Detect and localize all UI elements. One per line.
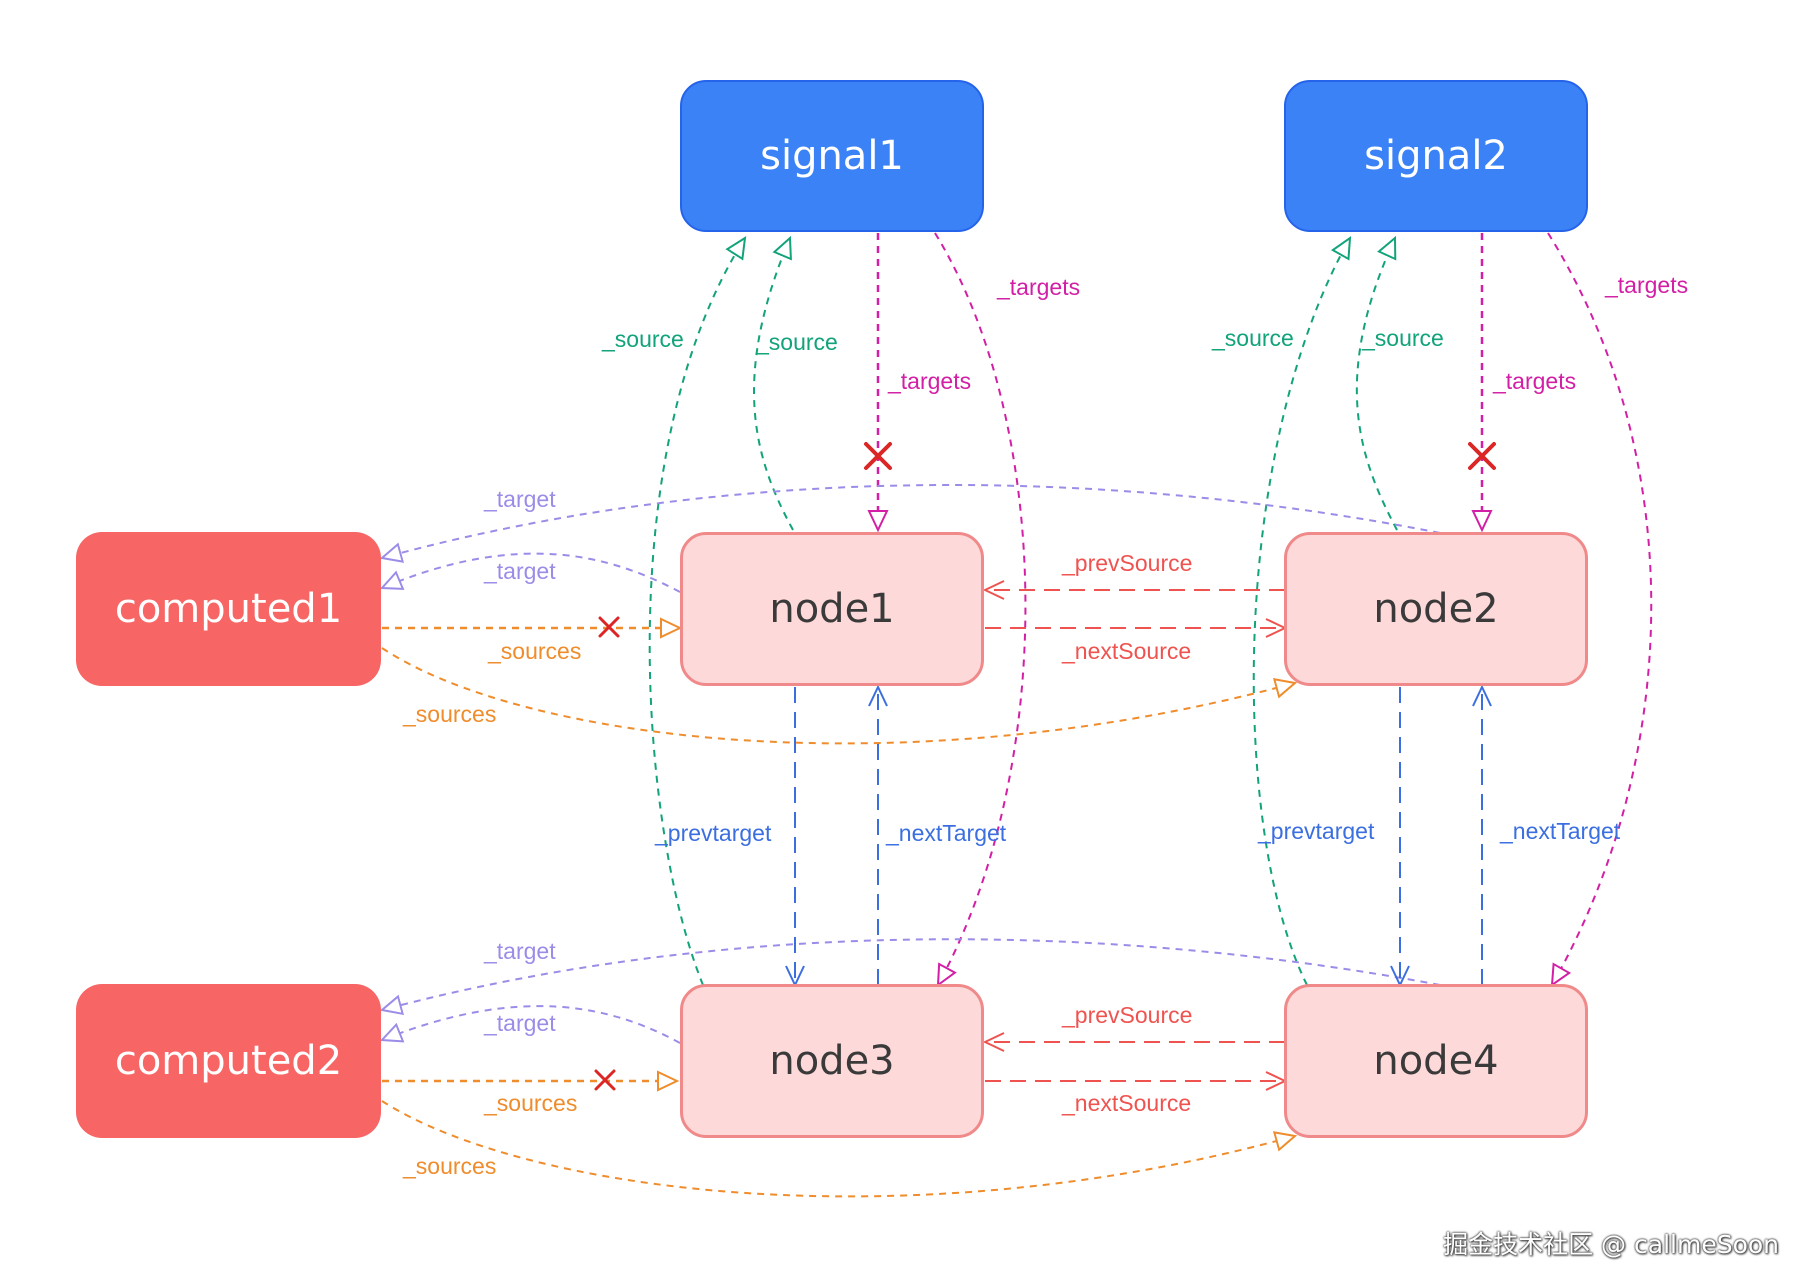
label-source-node2-signal2: _source bbox=[1362, 325, 1444, 351]
label-sources-computed2-node4: _sources bbox=[403, 1153, 497, 1179]
edge-signal2-targets-node4 bbox=[1547, 232, 1653, 985]
label-nexttarget-node3-node1: _nextTarget bbox=[886, 820, 1007, 846]
label-targets-signal1-node3: _targets bbox=[997, 274, 1081, 300]
label-sources-computed1-node2: _sources bbox=[403, 701, 497, 727]
edge-computed2-sources-node4 bbox=[381, 1100, 1295, 1198]
signal2-box: signal2 bbox=[1284, 80, 1588, 232]
edge-signal1-targets-node3 bbox=[934, 232, 1027, 985]
computed1-box: computed1 bbox=[76, 532, 381, 686]
cut-mark-signal1-node1 bbox=[864, 442, 892, 470]
label-prevsource-node4-node3: _prevSource bbox=[1062, 1002, 1193, 1028]
signal1-box: signal1 bbox=[680, 80, 984, 232]
edge-node2-source-signal2 bbox=[1355, 238, 1398, 531]
label-prevtarget-node2-node4: _prevtarget bbox=[1258, 818, 1375, 844]
watermark-text: 掘金技术社区 @ callmeSoon bbox=[1443, 1230, 1779, 1259]
label-targets-signal1-node1: _targets bbox=[888, 368, 972, 394]
node3-box: node3 bbox=[680, 984, 984, 1138]
cut-mark-computed1-node1 bbox=[598, 616, 620, 638]
label-targets-signal2-node2: _targets bbox=[1493, 368, 1577, 394]
computed2-box: computed2 bbox=[76, 984, 381, 1138]
label-source-node1-signal1: _source bbox=[756, 329, 838, 355]
edge-computed1-sources-node2 bbox=[381, 647, 1295, 745]
label-nexttarget-node4-node2: _nextTarget bbox=[1500, 818, 1621, 844]
label-target-node2-computed1: _target bbox=[484, 486, 556, 512]
label-nextsource-node1-node2: _nextSource bbox=[1062, 638, 1192, 664]
label-target-node4-computed2: _target bbox=[484, 938, 556, 964]
cut-mark-computed2-node3 bbox=[594, 1069, 616, 1091]
cut-mark-signal2-node2 bbox=[1468, 442, 1496, 470]
edge-node3-source-signal1 bbox=[648, 238, 745, 986]
edge-node4-target-computed2 bbox=[382, 938, 1441, 1010]
label-prevsource-node2-node1: _prevSource bbox=[1062, 550, 1193, 576]
edge-node1-source-signal1 bbox=[753, 238, 794, 531]
label-source-node3-signal1: _source bbox=[602, 326, 684, 352]
label-target-node1-computed1: _target bbox=[484, 558, 556, 584]
node1-box: node1 bbox=[680, 532, 984, 686]
label-sources-computed1-node1: _sources bbox=[488, 638, 582, 664]
edge-node1-target-computed1 bbox=[382, 552, 681, 593]
node4-box: node4 bbox=[1284, 984, 1588, 1138]
label-targets-signal2-node4: _targets bbox=[1605, 272, 1689, 298]
label-prevtarget-node1-node3: _prevtarget bbox=[655, 820, 772, 846]
node2-box: node2 bbox=[1284, 532, 1588, 686]
label-source-node4-signal2: _source bbox=[1212, 325, 1294, 351]
edge-node2-target-computed1 bbox=[382, 484, 1441, 558]
label-sources-computed2-node3: _sources bbox=[484, 1090, 578, 1116]
label-nextsource-node3-node4: _nextSource bbox=[1062, 1090, 1192, 1116]
edge-node4-source-signal2 bbox=[1252, 238, 1350, 986]
label-target-node3-computed2: _target bbox=[484, 1010, 556, 1036]
edge-node3-target-computed2 bbox=[382, 1005, 681, 1044]
